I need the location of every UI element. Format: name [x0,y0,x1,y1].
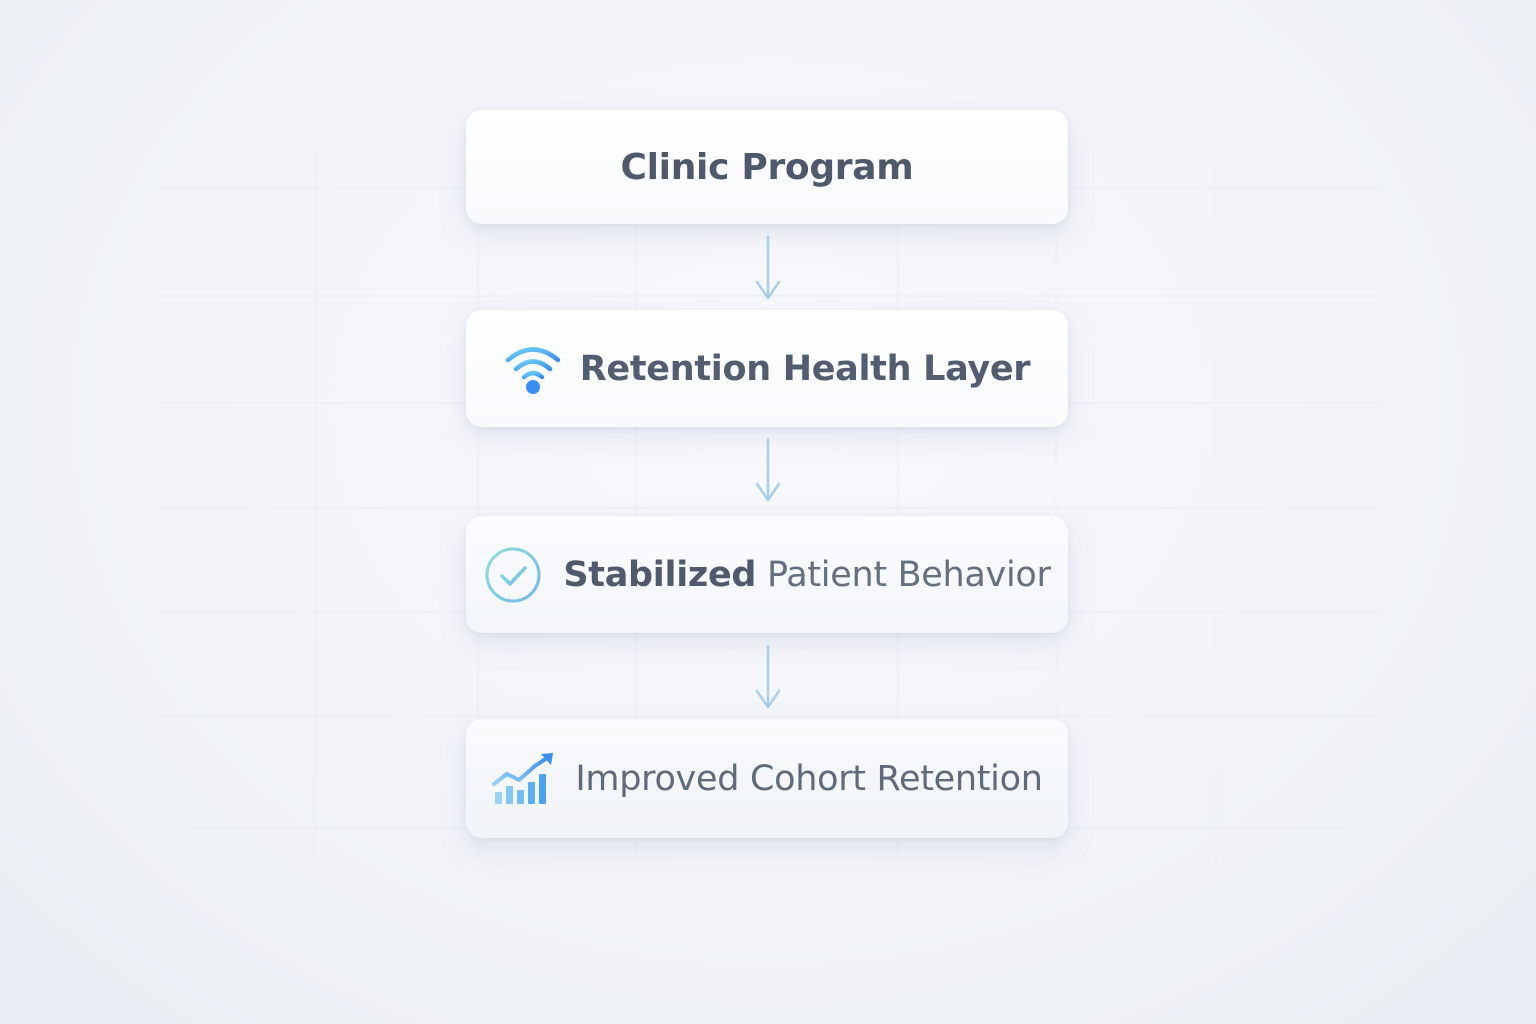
down-arrow-icon [755,236,781,300]
check-circle-icon [483,545,543,605]
node-label: Stabilized Patient Behavior [563,554,1051,595]
growth-chart-icon [491,752,555,806]
node-label-rest: Patient Behavior [756,554,1051,595]
node-label: Retention Health Layer [579,348,1031,389]
node-improved-cohort-retention: Improved Cohort Retention [466,719,1068,838]
node-retention-health-layer: Retention Health Layer [466,310,1068,427]
down-arrow-icon [755,645,781,709]
node-label-emphasis: Stabilized [563,554,757,595]
down-arrow-icon [755,438,781,502]
signal-icon [504,343,562,395]
node-stabilized-patient-behavior: Stabilized Patient Behavior [466,516,1068,633]
node-label: Improved Cohort Retention [575,758,1043,799]
node-clinic-program: Clinic Program [466,110,1068,224]
node-label: Clinic Program [620,146,914,188]
